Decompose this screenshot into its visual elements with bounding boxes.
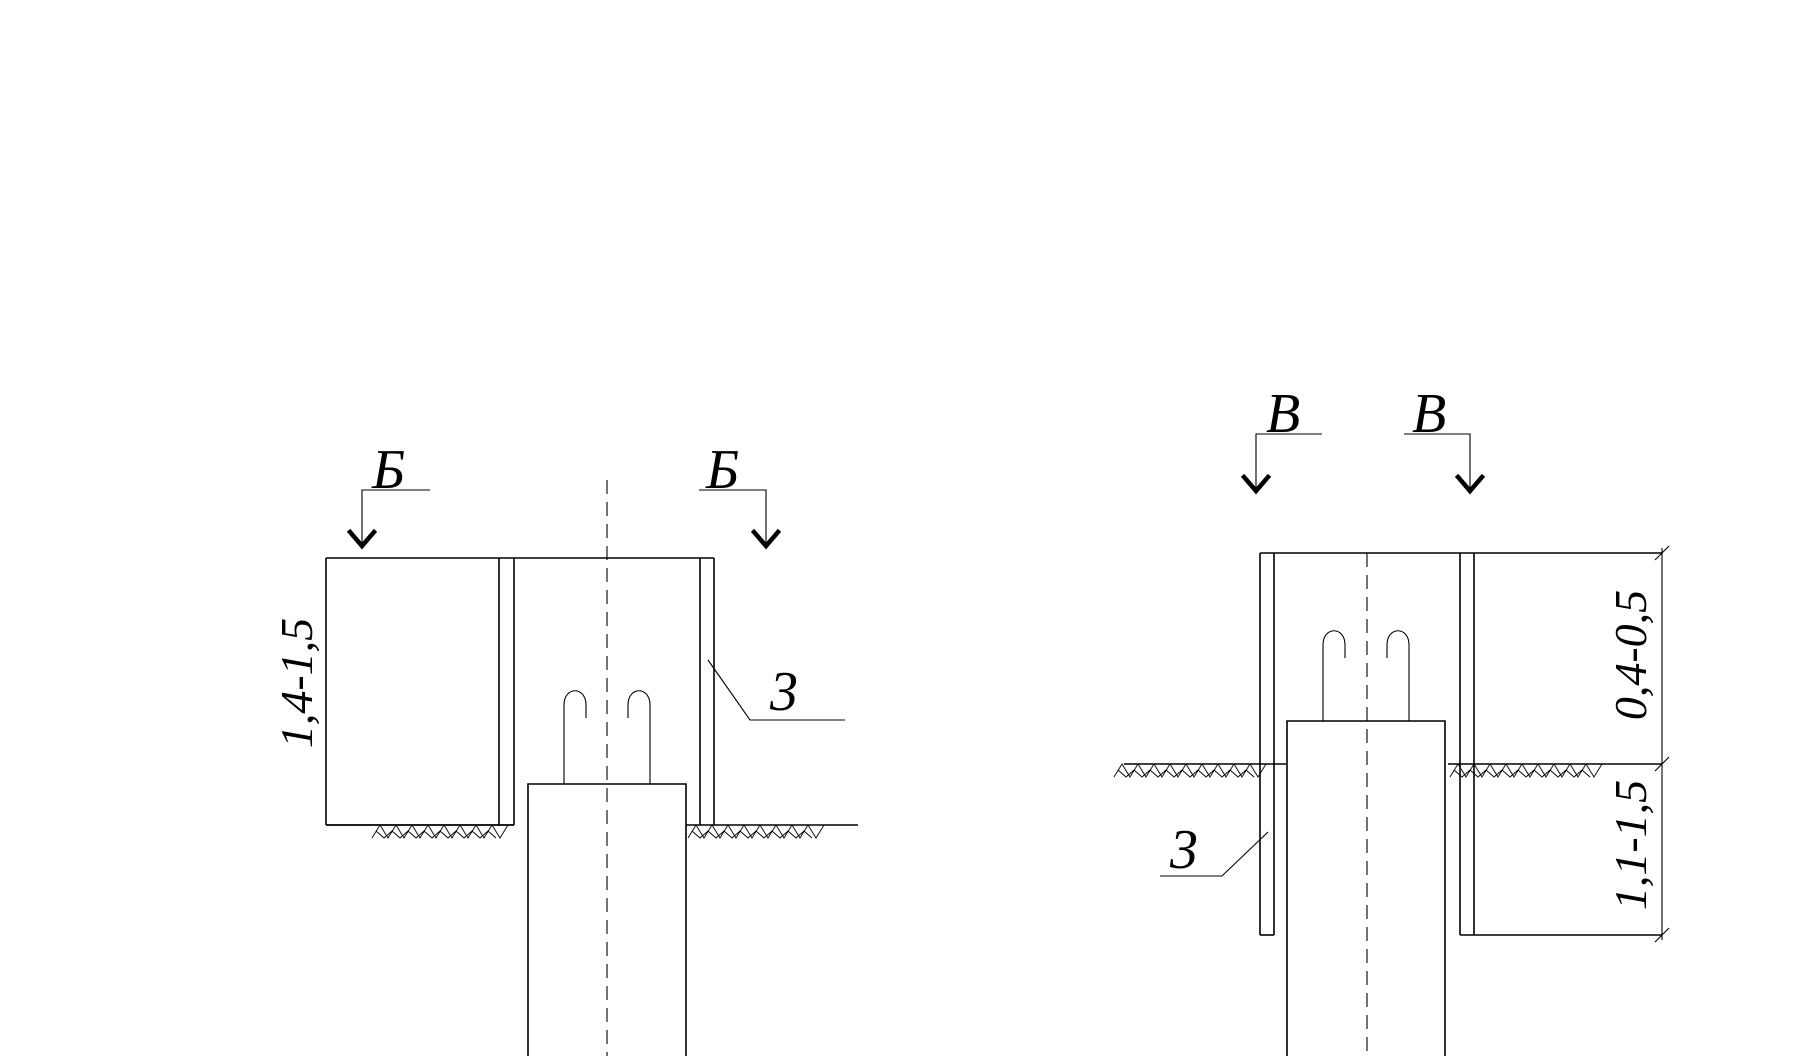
section-mark-right-b: Б [699,439,782,550]
ground-line-left [326,824,858,839]
callout-left: 3 [707,659,845,723]
lifting-loops-right [1322,630,1410,721]
dimension-left: 1,4-1,5 [271,618,322,748]
section-label-left-b: Б [371,439,405,501]
section-mark-left-v: В [1240,383,1322,495]
section-mark-right-v: В [1404,383,1486,495]
right-view: В В [1113,383,1670,1056]
pile-right [1286,720,1446,1056]
section-label-right-b: Б [705,439,739,501]
dimension-label-upper-right: 0,4-0,5 [1605,590,1656,720]
casing-left [325,557,715,826]
dimension-right: 0,4-0,5 1,1-1,5 [1605,545,1670,943]
dimension-label-lower-right: 1,1-1,5 [1605,780,1656,910]
left-view: Б Б [271,439,858,1056]
callout-label-left: 3 [769,661,798,723]
lifting-loops-left [563,690,651,784]
section-label-right-v: В [1412,383,1446,445]
pile-left [527,783,687,1056]
callout-right: 3 [1160,819,1269,881]
section-mark-left-b: Б [346,439,430,550]
casing-right [1259,552,1662,936]
callout-label-right: 3 [1169,819,1198,881]
ground-line-right [1113,763,1662,778]
dimension-label-left: 1,4-1,5 [271,618,322,748]
section-label-left-v: В [1266,383,1300,445]
